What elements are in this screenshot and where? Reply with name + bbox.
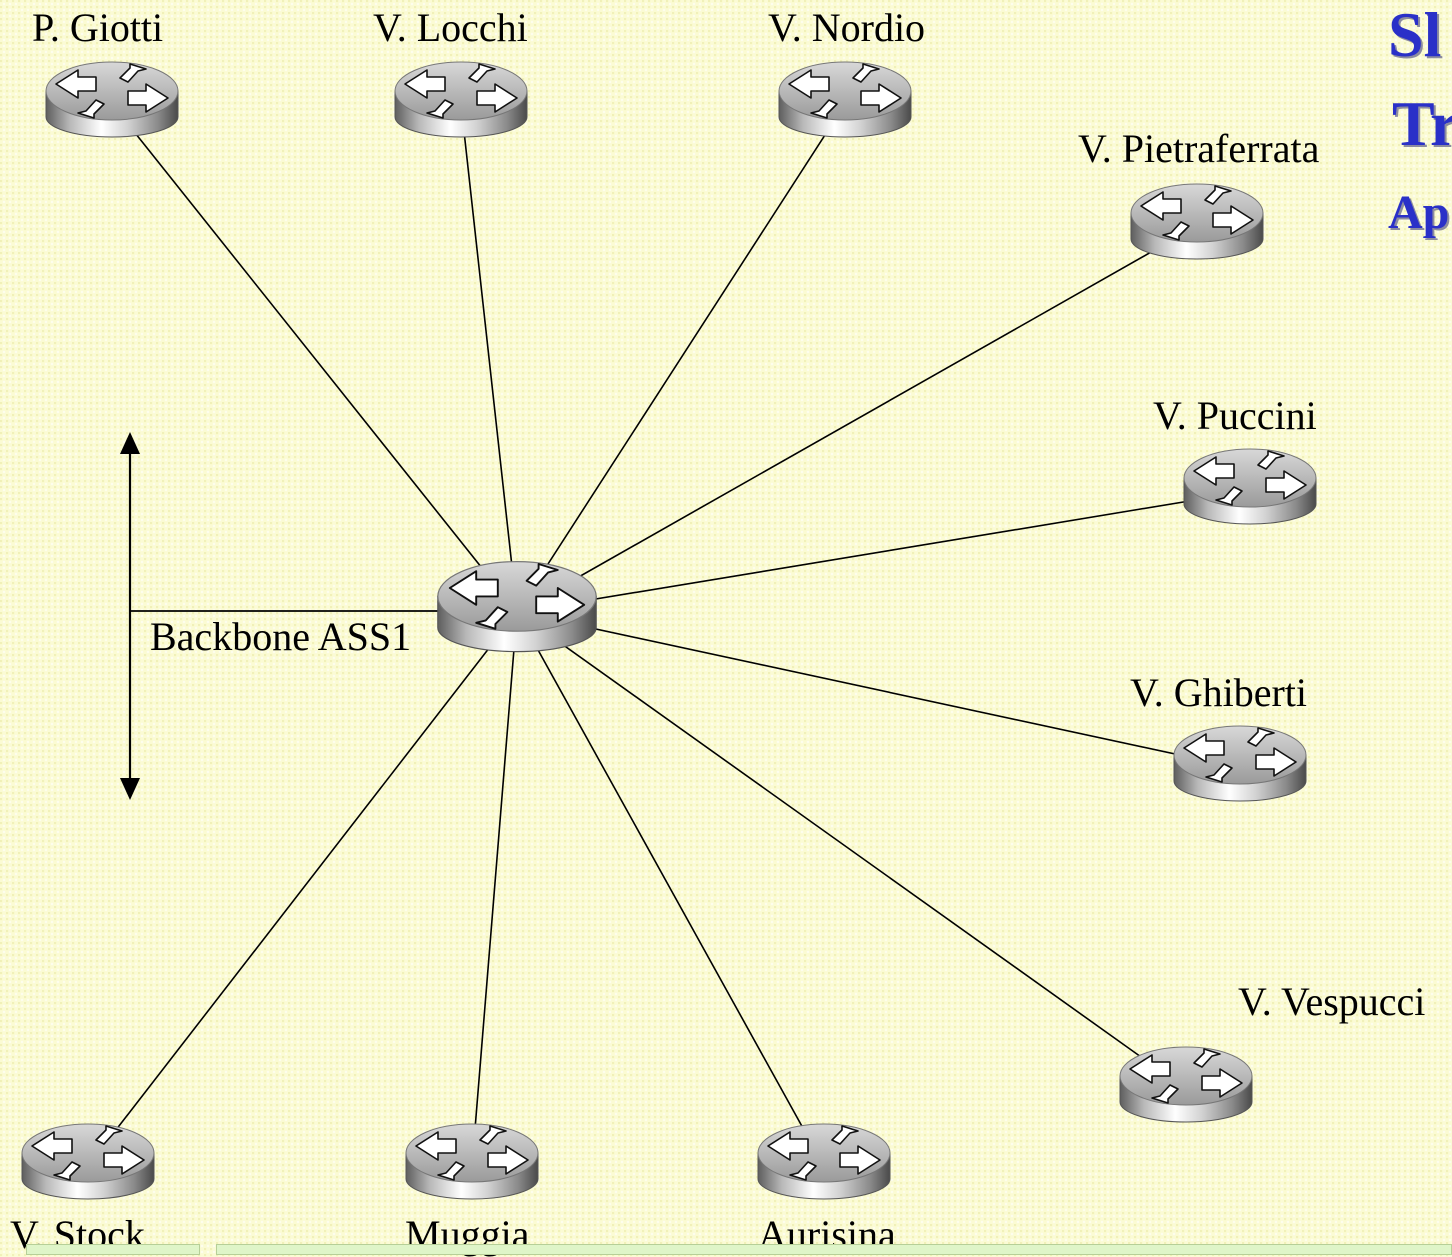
- link-hub-vespucci: [516, 611, 1187, 1090]
- slide-subtitle: Ap: [1388, 186, 1450, 239]
- router-icon-giotti: [45, 61, 179, 138]
- site-label-ghiberti: V. Ghiberti: [1130, 670, 1308, 715]
- router-icon-pietraferrata: [1130, 183, 1264, 260]
- link-hub-nordio: [516, 103, 846, 613]
- router-icon-muggia: [405, 1123, 539, 1200]
- link-hub-muggia: [471, 611, 518, 1167]
- router-icon-puccini: [1183, 448, 1317, 525]
- link-hub-giotti: [111, 103, 518, 613]
- router-icon-vespucci: [1119, 1046, 1253, 1123]
- slide-title-line-2: Tr: [1392, 88, 1452, 159]
- bottom-bar-left: [26, 1244, 200, 1255]
- hub-label: Backbone ASS1: [150, 614, 412, 659]
- site-label-puccini: V. Puccini: [1153, 393, 1317, 438]
- link-hub-stock: [87, 611, 518, 1167]
- router-icon-nordio: [778, 61, 912, 138]
- link-hub-puccini: [516, 490, 1251, 613]
- vertical-double-headed-arrow: [120, 432, 438, 800]
- site-label-pietraferrata: V. Pietraferrata: [1078, 126, 1320, 171]
- router-icon-aurisina: [757, 1123, 891, 1200]
- slide-title-line-1: Sl: [1388, 0, 1442, 70]
- link-hub-ghiberti: [516, 611, 1241, 769]
- link-hub-aurisina: [516, 611, 825, 1167]
- router-icon-stock: [21, 1123, 155, 1200]
- bottom-bar-right: [216, 1244, 1452, 1255]
- site-label-vespucci: V. Vespucci: [1238, 979, 1426, 1024]
- link-hub-pietraferrata: [516, 225, 1198, 613]
- site-label-locchi: V. Locchi: [373, 5, 528, 50]
- router-icon-hub: [438, 562, 596, 652]
- router-icon-ghiberti: [1173, 725, 1307, 802]
- link-hub-locchi: [460, 103, 518, 613]
- site-label-giotti: P. Giotti: [32, 5, 164, 50]
- site-label-nordio: V. Nordio: [768, 5, 926, 50]
- router-icon-locchi: [394, 61, 528, 138]
